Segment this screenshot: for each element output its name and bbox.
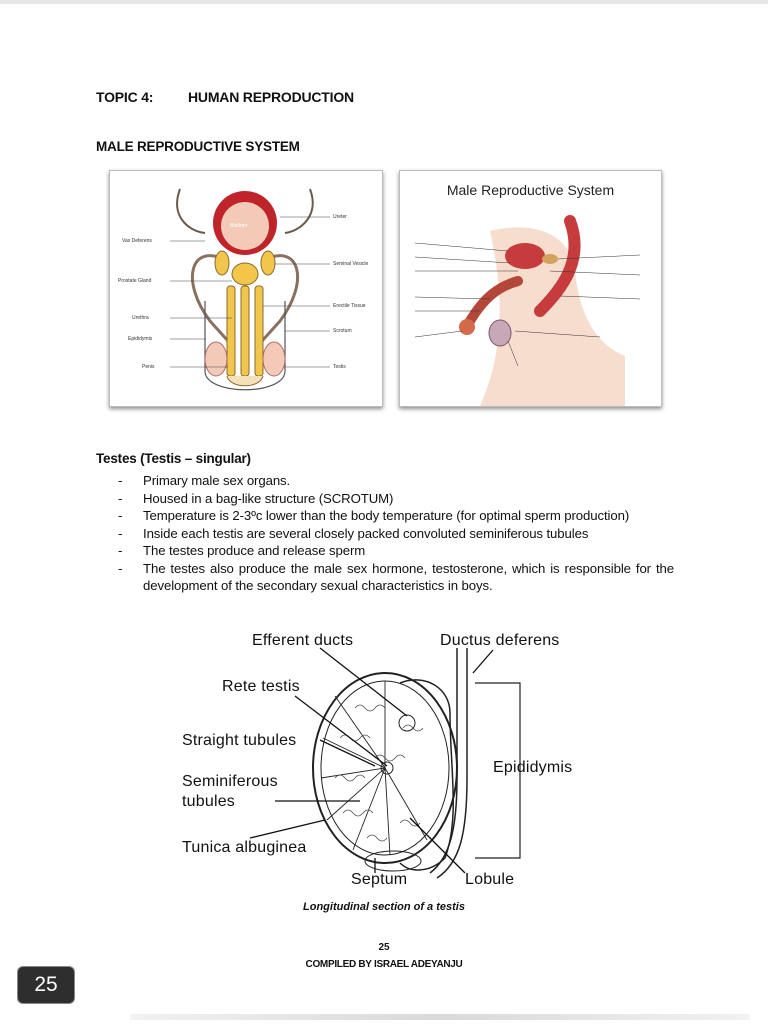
label-ductus-deferens: Ductus deferens [440, 632, 560, 649]
label-urethra: Urethra [132, 315, 149, 321]
testis-section-diagram: Efferent ducts Ductus deferens Rete test… [175, 628, 595, 898]
label-efferent-ducts: Efferent ducts [252, 632, 354, 649]
label-testis: Testis [333, 364, 346, 370]
compiled-by: COMPILED BY ISRAEL ADEYANJU [305, 959, 463, 970]
front-view-drawing [170, 188, 330, 391]
label-prostate-gland: Prostate Gland [118, 278, 152, 284]
label-penis: Penis [142, 364, 155, 370]
label-straight-tubules: Straight tubules [182, 732, 297, 749]
testes-bullet-list: Primary male sex organs. Housed in a bag… [118, 472, 674, 595]
side-view-title: Male Reproductive System [446, 182, 615, 198]
side-view-drawing [414, 215, 641, 406]
label-rete-testis: Rete testis [222, 678, 300, 695]
section-title: MALE REPRODUCTIVE SYSTEM [96, 139, 300, 154]
testis-section-drawing [249, 647, 521, 879]
list-item: Primary male sex organs. [118, 472, 674, 490]
label-lobule: Lobule [465, 871, 515, 888]
bottom-scroll-edge [130, 1014, 750, 1020]
list-item: The testes also produce the male sex hor… [118, 560, 674, 595]
label-seminiferous: Seminiferous [182, 773, 278, 790]
label-seminal-vesicle: Seminal Vesicle [333, 261, 369, 267]
figure-caption: Longitudinal section of a testis [303, 901, 465, 913]
topic-title: HUMAN REPRODUCTION [188, 89, 354, 105]
list-item: Housed in a bag-like structure (SCROTUM) [118, 490, 674, 508]
label-septum: Septum [351, 871, 408, 888]
testes-heading: Testes (Testis – singular) [96, 451, 251, 466]
label-ureter: Ureter [333, 214, 347, 220]
label-bladder: Bladder [230, 223, 248, 229]
page-number: 25 [378, 942, 390, 953]
front-view-diagram: Bladder Ureter Vas Deferens Seminal Vesi… [109, 170, 383, 407]
label-epididymis: Epididymis [493, 759, 573, 776]
label-erectile-tissue: Erectile Tissue [333, 303, 366, 309]
label-tubules: tubules [182, 793, 235, 810]
list-item: Temperature is 2-3ºc lower than the body… [118, 507, 674, 525]
label-tunica-albuginea: Tunica albuginea [182, 839, 307, 856]
label-vas-deferens: Vas Deferens [122, 238, 152, 244]
topic-heading: TOPIC 4: HUMAN REPRODUCTION [96, 89, 354, 105]
side-view-diagram: Male Reproductive System [399, 170, 662, 407]
viewer-page-badge[interactable]: 25 [17, 966, 75, 1004]
label-epididymis: Epididymis [128, 336, 153, 342]
topic-number: TOPIC 4: [96, 89, 154, 105]
top-edge [0, 0, 768, 4]
list-item: Inside each testis are several closely p… [118, 525, 674, 543]
list-item: The testes produce and release sperm [118, 542, 674, 560]
label-scrotum: Scrotum [333, 328, 352, 334]
